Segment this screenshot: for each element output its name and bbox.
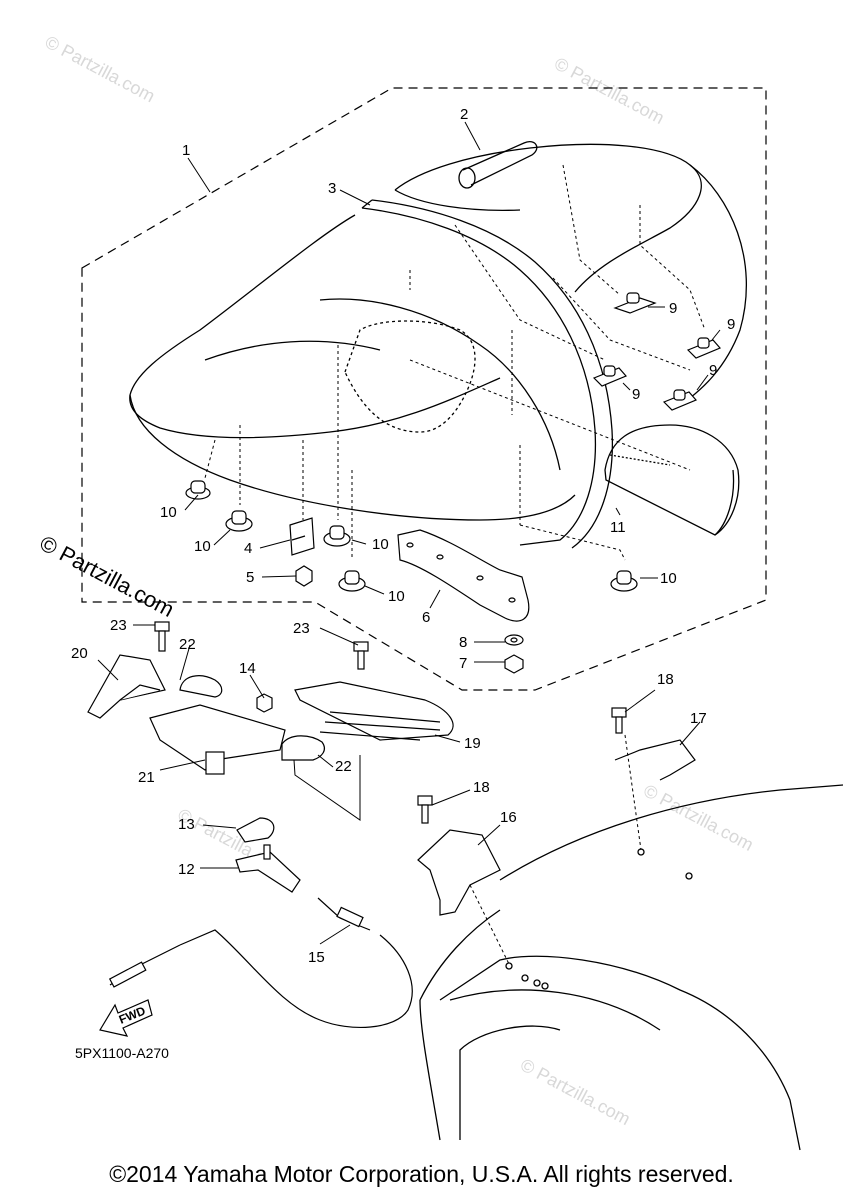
callout-8: 8 (459, 634, 467, 651)
callout-23: 23 (110, 617, 127, 634)
watermark-text: © Partzilla.com (551, 53, 667, 128)
part-clip-and-nut (289, 517, 315, 587)
part-washer-and-nut (504, 634, 524, 674)
callout-17: 17 (690, 710, 707, 727)
callout-10: 10 (160, 504, 177, 521)
callout-3: 3 (328, 180, 336, 197)
callout-20: 20 (71, 645, 88, 662)
callout-9: 9 (727, 316, 735, 333)
callout-12: 12 (178, 861, 195, 878)
callout-1: 1 (182, 142, 190, 159)
callout-10: 10 (660, 570, 677, 587)
callouts: 1 2 3 4 5 6 7 8 9 9 9 9 10 10 10 10 10 1… (71, 106, 735, 966)
copyright-notice: ©2014 Yamaha Motor Corporation, U.S.A. A… (109, 1161, 734, 1187)
callout-22: 22 (335, 758, 352, 775)
callout-7: 7 (459, 655, 467, 672)
part-seat-pad (604, 424, 740, 536)
drawing-code: 5PX1100-A270 (75, 1045, 169, 1061)
watermark-text-prominent: © Partzilla.com (36, 530, 179, 622)
seat (129, 143, 748, 549)
callout-14: 14 (239, 660, 256, 677)
watermark-text: © Partzilla.com (42, 32, 158, 107)
callout-10: 10 (388, 588, 405, 605)
fender (419, 784, 843, 1151)
part-strap (458, 141, 538, 189)
bolts (154, 621, 627, 860)
callout-16: 16 (500, 809, 517, 826)
part-grommets-9 (592, 292, 722, 411)
callout-9: 9 (669, 300, 677, 317)
watermark-text: © Partzilla.com (640, 780, 756, 855)
callout-22: 22 (179, 636, 196, 653)
callout-9: 9 (709, 362, 717, 379)
callout-10: 10 (372, 536, 389, 553)
callout-18: 18 (473, 779, 490, 796)
callout-2: 2 (460, 106, 468, 123)
callout-23: 23 (293, 620, 310, 637)
leader-lines (97, 121, 721, 945)
fwd-arrow: FWD (99, 999, 153, 1037)
callout-21: 21 (138, 769, 155, 786)
callout-10: 10 (194, 538, 211, 555)
part-grommets-10 (185, 480, 638, 592)
callout-9: 9 (632, 386, 640, 403)
callout-13: 13 (178, 816, 195, 833)
part-cable (108, 897, 413, 1028)
part-bracket (397, 529, 530, 622)
callout-6: 6 (422, 609, 430, 626)
callout-15: 15 (308, 949, 325, 966)
callout-18: 18 (657, 671, 674, 688)
callout-5: 5 (246, 569, 254, 586)
seat-assembly-boundary (81, 87, 767, 691)
callout-19: 19 (464, 735, 481, 752)
lower-guides (469, 734, 642, 965)
watermark-text: © Partzilla.com (517, 1055, 633, 1130)
part-lock-assembly (87, 654, 696, 916)
fastener-guides (204, 164, 706, 561)
callout-11: 11 (610, 519, 626, 536)
callout-4: 4 (244, 540, 252, 557)
